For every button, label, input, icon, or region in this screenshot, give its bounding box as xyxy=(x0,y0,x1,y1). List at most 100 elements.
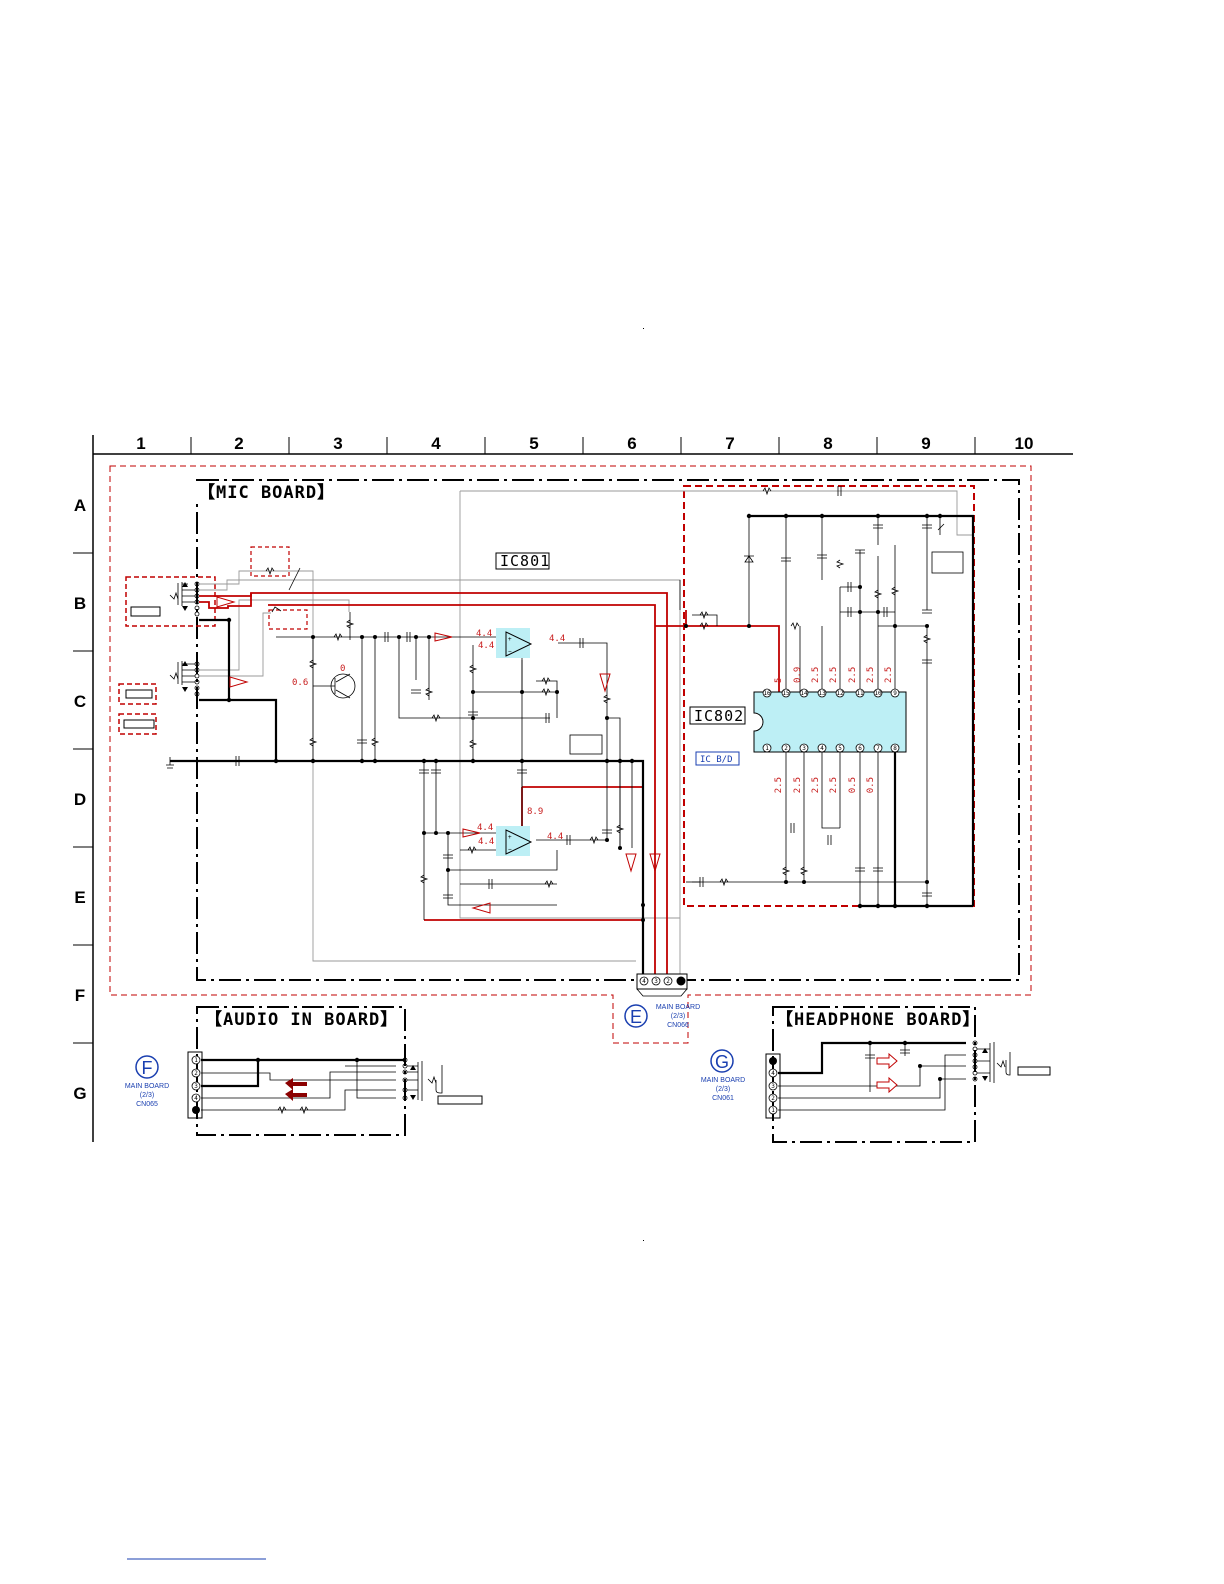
ic802-pin-voltage: 2.5 xyxy=(829,667,839,683)
ic802-pin-voltage: 2.5 xyxy=(848,667,858,683)
grid-row-A: A xyxy=(74,496,86,515)
ic802-chip xyxy=(753,688,907,753)
ic802-pin-label: 1 xyxy=(765,745,769,752)
ic802-pin-label: 7 xyxy=(876,745,880,752)
ic802-pin-label: 13 xyxy=(818,690,826,697)
voltage-label: 4.4 xyxy=(547,832,563,842)
ic802-pin-voltage: 2.5 xyxy=(793,777,803,793)
grid-row-B: B xyxy=(74,594,86,613)
connector-e-line1: MAIN BOARD xyxy=(656,1004,700,1011)
connector-g-pin: 4 xyxy=(771,1070,775,1077)
svg-text:+: + xyxy=(508,636,512,643)
grid-col-2: 2 xyxy=(234,434,243,453)
voltage-label: 4.4 xyxy=(476,629,492,639)
connector-f-line1: MAIN BOARD xyxy=(125,1083,169,1090)
ic802-pin-label: 14 xyxy=(800,690,808,697)
ic801-label: IC801 xyxy=(500,552,550,570)
audio-in-board-title: 【AUDIO IN BOARD】 xyxy=(205,1009,398,1030)
ic802-pin-voltage: 2.5 xyxy=(811,667,821,683)
grid-col-7: 7 xyxy=(725,434,734,453)
grid-row-D: D xyxy=(74,790,86,809)
grid-col-6: 6 xyxy=(627,434,636,453)
voltage-label: 8.9 xyxy=(527,807,543,817)
ic802-pin-voltage: 2.5 xyxy=(774,777,784,793)
headphone-board-title: 【HEADPHONE BOARD】 xyxy=(776,1009,981,1030)
connector-g-pin: 1 xyxy=(771,1107,775,1114)
grid-row-G: G xyxy=(73,1084,86,1103)
connector-e-pin: 3 xyxy=(654,978,658,985)
grid-col-3: 3 xyxy=(333,434,342,453)
grid-row-C: C xyxy=(74,692,86,711)
grid-col-8: 8 xyxy=(823,434,832,453)
connector-g-line2: (2/3) xyxy=(716,1086,730,1093)
ic802-pin-label: 4 xyxy=(820,745,824,752)
connector-g-pin: 2 xyxy=(771,1095,775,1102)
connector-f-line2: (2/3) xyxy=(140,1092,154,1099)
ic802-pin-label: 16 xyxy=(763,690,771,697)
connector-f-pin: 4 xyxy=(194,1095,198,1102)
ic802-pin-label: 2 xyxy=(784,745,788,752)
connector-g-line1: MAIN BOARD xyxy=(701,1077,745,1084)
svg-text:−: − xyxy=(508,648,512,655)
svg-text:+: + xyxy=(508,834,512,841)
ic802-pin-voltage: 0.5 xyxy=(866,777,876,793)
grid-row-F: F xyxy=(75,986,85,1005)
connector-f-letter: F xyxy=(142,1058,153,1078)
mic-area-red-outline xyxy=(109,465,1032,1044)
ic802-components xyxy=(692,486,945,897)
audio-in-board xyxy=(135,1006,483,1136)
ic802-pin-label: 11 xyxy=(856,690,864,697)
mic-board-frame: 【MIC BOARD】 xyxy=(195,479,1020,981)
ic802-label: IC802 xyxy=(694,707,744,725)
grid-col-5: 5 xyxy=(529,434,538,453)
ic801-opamps: + − + − xyxy=(496,628,533,856)
connector-e-pin: 1 xyxy=(679,978,683,985)
connector-e xyxy=(624,973,688,1028)
svg-text:−: − xyxy=(508,846,512,853)
headphone-board xyxy=(710,1006,1051,1143)
connector-g-line3: CN061 xyxy=(712,1095,734,1102)
ic802-pin-label: 15 xyxy=(782,690,790,697)
voltage-label: 0.6 xyxy=(292,678,308,688)
mic-jack-section xyxy=(118,576,216,735)
grid-col-4: 4 xyxy=(431,434,441,453)
ic802-pin-label: 9 xyxy=(893,690,897,697)
voltage-label: 4.4 xyxy=(477,823,493,833)
voltage-label: 4.4 xyxy=(478,641,494,651)
connector-g-letter: G xyxy=(715,1052,729,1072)
connector-f-pin: 2 xyxy=(194,1070,198,1077)
ic802-board-label: IC B/D xyxy=(700,755,733,765)
ic802-pin-label: 8 xyxy=(893,745,897,752)
ic802-pin-label: 3 xyxy=(802,745,806,752)
ic802-pin-label: 12 xyxy=(836,690,844,697)
grid-col-9: 9 xyxy=(921,434,930,453)
ic802-pin-voltage: 2.5 xyxy=(829,777,839,793)
connector-f-pin: 1 xyxy=(194,1057,198,1064)
connector-f-pin: 3 xyxy=(194,1083,198,1090)
connector-e-line2: (2/3) xyxy=(671,1013,685,1020)
connector-g-pin: 3 xyxy=(771,1083,775,1090)
connector-f-pin: 5 xyxy=(194,1107,198,1114)
ic802-pin-voltage: 2.5 xyxy=(866,667,876,683)
connector-g-pin: 5 xyxy=(771,1058,775,1065)
grid-row-E: E xyxy=(74,888,85,907)
grid-col-1: 1 xyxy=(136,434,145,453)
ic802-pin-label: 10 xyxy=(874,690,882,697)
voltage-label: 4.4 xyxy=(478,837,494,847)
signal-arrows xyxy=(216,596,661,914)
voltage-label: 4.4 xyxy=(549,634,565,644)
voltage-label: 0 xyxy=(340,664,345,674)
grid-frame: 1 2 3 4 5 6 7 8 9 10 A B C D E F G xyxy=(73,434,1073,1142)
ic802-pin-voltage: 5 xyxy=(774,678,784,683)
ic802-pin-voltage: 0.5 xyxy=(848,777,858,793)
grid-col-10: 10 xyxy=(1015,434,1034,453)
connector-f-line3: CN065 xyxy=(136,1101,158,1108)
junction-dots xyxy=(226,513,943,922)
ic802-pin-voltage: 2.5 xyxy=(884,667,894,683)
connector-e-pin: 4 xyxy=(642,978,646,985)
ic802-pin-label: 5 xyxy=(838,745,842,752)
connector-e-pin: 2 xyxy=(666,978,670,985)
connector-e-letter: E xyxy=(630,1007,642,1027)
mic-board-components xyxy=(166,546,964,899)
